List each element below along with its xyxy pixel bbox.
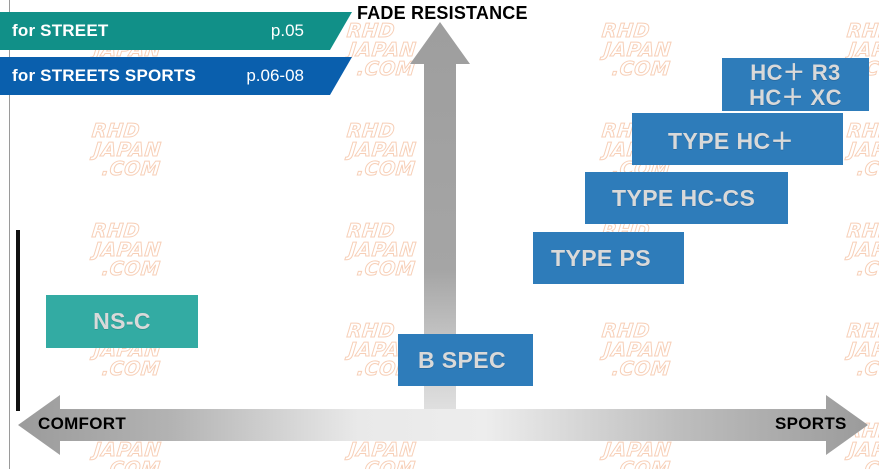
banner-title-street: for STREET bbox=[12, 21, 109, 40]
banner-for-street[interactable]: for STREET p.05 bbox=[0, 12, 352, 50]
banner-page-streets-sports: p.06-08 bbox=[246, 66, 304, 85]
product-label-b-spec: B SPEC bbox=[418, 346, 507, 373]
axis-label-sports: SPORTS bbox=[775, 414, 847, 433]
product-label-hc-plus-xc: HC＋ XC bbox=[749, 84, 842, 110]
product-label-type-hc-plus: TYPE HC＋ bbox=[668, 128, 794, 154]
product-box-type-hc-plus[interactable]: TYPE HC＋ bbox=[632, 113, 843, 165]
product-label-ns-c: NS-C bbox=[93, 308, 151, 334]
product-box-type-hc-cs[interactable]: TYPE HC-CS bbox=[585, 172, 788, 224]
axis-label-fade-resistance: FADE RESISTANCE bbox=[357, 3, 528, 23]
banner-title-streets-sports: for STREETS SPORTS bbox=[12, 66, 197, 85]
product-label-hc-plus-r3: HC＋ R3 bbox=[750, 59, 841, 85]
product-box-b-spec[interactable]: B SPEC bbox=[398, 334, 533, 386]
product-box-hc-plus-r3-xc[interactable]: HC＋ R3 HC＋ XC bbox=[722, 58, 869, 111]
product-box-type-ps[interactable]: TYPE PS bbox=[533, 232, 684, 284]
left-axis-bar bbox=[16, 230, 20, 411]
left-frame-rule bbox=[9, 0, 10, 469]
axis-label-comfort: COMFORT bbox=[38, 414, 127, 433]
fade-resistance-arrow-icon bbox=[404, 22, 476, 422]
banner-for-streets-sports[interactable]: for STREETS SPORTS p.06-08 bbox=[0, 57, 352, 95]
product-label-type-ps: TYPE PS bbox=[551, 244, 651, 271]
comfort-sports-arrow-icon bbox=[18, 392, 868, 458]
banner-page-street: p.05 bbox=[270, 21, 304, 40]
product-box-ns-c[interactable]: NS-C bbox=[46, 295, 198, 348]
product-label-type-hc-cs: TYPE HC-CS bbox=[612, 184, 756, 211]
